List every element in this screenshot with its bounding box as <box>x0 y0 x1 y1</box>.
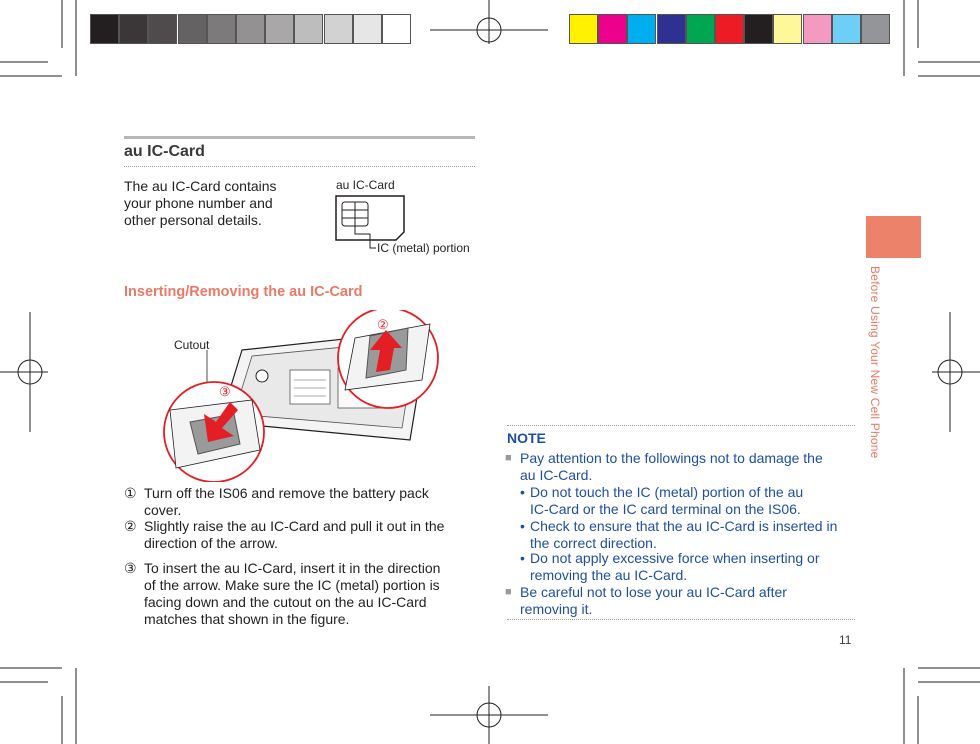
step-line: Slightly raise the au IC-Card and pull i… <box>144 518 445 534</box>
gray-swatch <box>294 14 324 44</box>
step-line: To insert the au IC-Card, insert it in t… <box>144 560 441 576</box>
bullet-icon: • <box>520 484 525 500</box>
note-line: Do not apply excessive force when insert… <box>530 550 820 566</box>
section-rule <box>124 136 475 139</box>
gray-swatch <box>236 14 265 44</box>
ic-portion-label: IC (metal) portion <box>377 241 470 255</box>
intro-paragraph: The au IC-Card contains your phone numbe… <box>124 178 324 229</box>
step-line: cover. <box>144 502 182 518</box>
color-swatch <box>685 14 715 44</box>
step-line: of the arrow. Make sure the IC (metal) p… <box>144 577 440 593</box>
note-line: IC-Card or the IC card terminal on the I… <box>530 501 801 517</box>
step-number: ① <box>124 485 137 501</box>
square-bullet-icon: ■ <box>505 586 512 598</box>
intro-line: other personal details. <box>124 212 262 228</box>
intro-line: The au IC-Card contains <box>124 178 277 194</box>
note-line: removing the au IC-Card. <box>530 567 688 583</box>
color-swatch <box>569 14 598 44</box>
color-swatch <box>598 14 628 44</box>
color-swatch <box>627 14 657 44</box>
step-line: Turn off the IS06 and remove the battery… <box>144 485 429 501</box>
note-line: Do not touch the IC (metal) portion of t… <box>530 484 804 500</box>
gray-swatch <box>352 14 382 44</box>
chapter-tab <box>866 216 921 258</box>
color-swatch <box>861 14 890 44</box>
intro-line: your phone number and <box>124 195 273 211</box>
chapter-tab-label: Before Using Your New Cell Phone <box>868 266 882 459</box>
color-swatch <box>831 14 861 44</box>
page-number: 11 <box>839 633 852 647</box>
gray-swatch <box>206 14 236 44</box>
gray-swatch <box>265 14 295 44</box>
note-line: Check to ensure that the au IC-Card is i… <box>530 518 838 534</box>
gray-swatch <box>119 14 149 44</box>
color-swatch <box>715 14 744 44</box>
color-swatch <box>802 14 832 44</box>
gray-swatch <box>90 14 119 44</box>
color-swatch <box>656 14 686 44</box>
step-number: ② <box>124 518 137 534</box>
color-swatch <box>744 14 774 44</box>
ic-card-illustration <box>335 195 405 249</box>
step-line: facing down and the cutout on the au IC-… <box>144 594 427 610</box>
gray-swatch <box>323 14 353 44</box>
note-line: Pay attention to the followings not to d… <box>520 450 823 466</box>
square-bullet-icon: ■ <box>505 452 512 464</box>
bullet-icon: • <box>520 550 525 566</box>
note-top-rule <box>507 425 855 426</box>
note-line: Be careful not to lose your au IC-Card a… <box>520 584 787 600</box>
note-line: the correct direction. <box>530 535 657 551</box>
note-bottom-rule <box>507 619 855 620</box>
gray-swatch <box>177 14 207 44</box>
bullet-icon: • <box>520 518 525 534</box>
card-label: au IC-Card <box>336 178 395 192</box>
color-swatch <box>773 14 803 44</box>
note-line: au IC-Card. <box>520 467 593 483</box>
marker-2: ② <box>377 317 389 332</box>
gray-swatch <box>148 14 178 44</box>
step-line: direction of the arrow. <box>144 535 278 551</box>
marker-3: ③ <box>219 384 231 399</box>
section-title: au IC-Card <box>124 143 205 160</box>
note-title: NOTE <box>507 430 546 446</box>
step-number: ③ <box>124 560 137 576</box>
step-line: matches that shown in the figure. <box>144 611 350 627</box>
cutout-label: Cutout <box>174 338 210 352</box>
phone-sim-illustration <box>163 310 439 482</box>
gray-swatch <box>382 14 411 44</box>
note-line: removing it. <box>520 601 593 617</box>
insert-heading: Inserting/Removing the au IC-Card <box>124 284 363 300</box>
section-dotted-rule <box>124 166 475 167</box>
